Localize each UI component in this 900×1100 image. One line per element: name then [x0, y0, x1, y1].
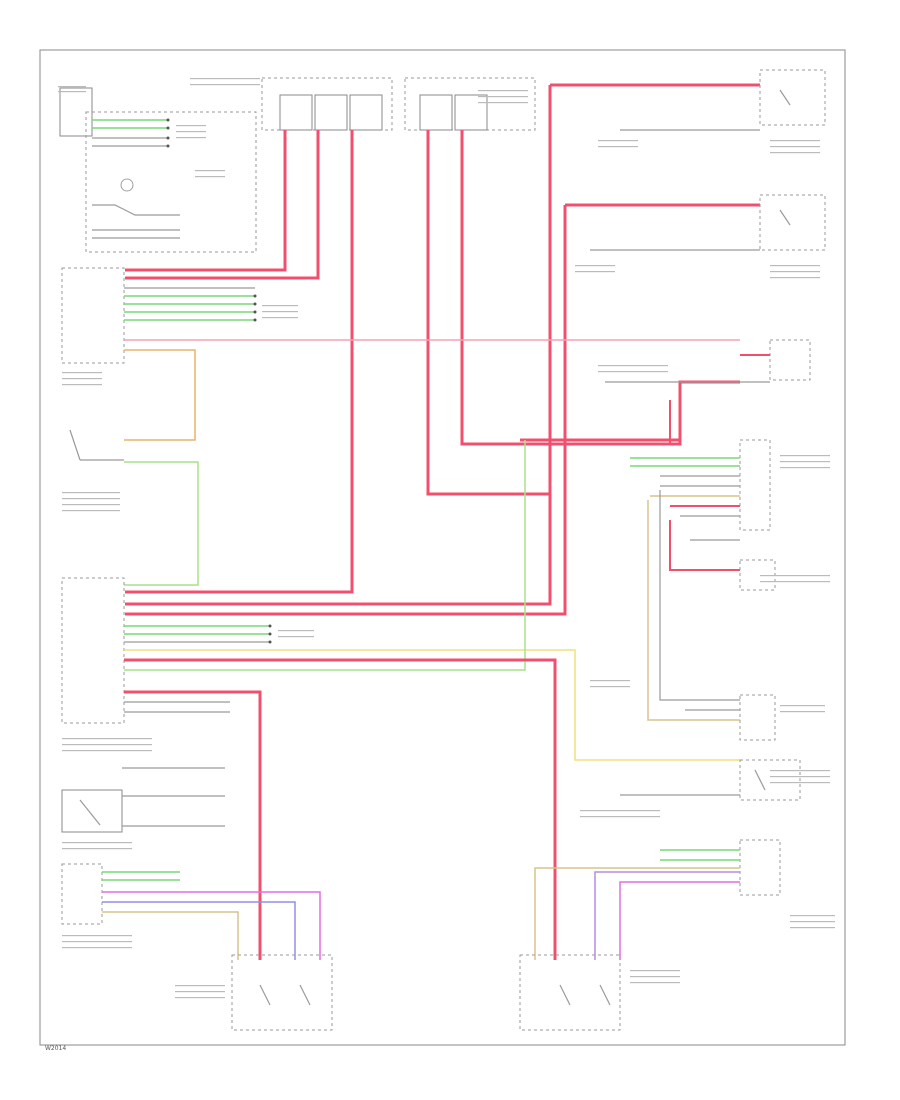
label-blocks — [58, 78, 835, 999]
switch-lower-left — [61, 767, 225, 833]
right-switch-lower — [620, 759, 801, 801]
fuse-block-right — [404, 77, 536, 131]
right-second-switch — [590, 194, 826, 251]
right-top-switch — [620, 69, 826, 131]
switch-left-mid — [69, 429, 199, 586]
footer-code: W2014 — [45, 1045, 66, 1052]
right-module-lower — [647, 490, 776, 741]
power-feeds — [125, 83, 760, 616]
ground-module-top-left — [59, 87, 257, 253]
center-module — [61, 267, 740, 441]
right-connector-mid — [605, 339, 811, 444]
fuse-block-left — [261, 77, 393, 131]
door-module-lower-right — [519, 839, 781, 1031]
lower-left-module — [61, 440, 740, 960]
door-module-lower-left — [61, 863, 333, 1031]
diagram-frame — [39, 49, 846, 1046]
right-module-mid — [630, 439, 771, 531]
